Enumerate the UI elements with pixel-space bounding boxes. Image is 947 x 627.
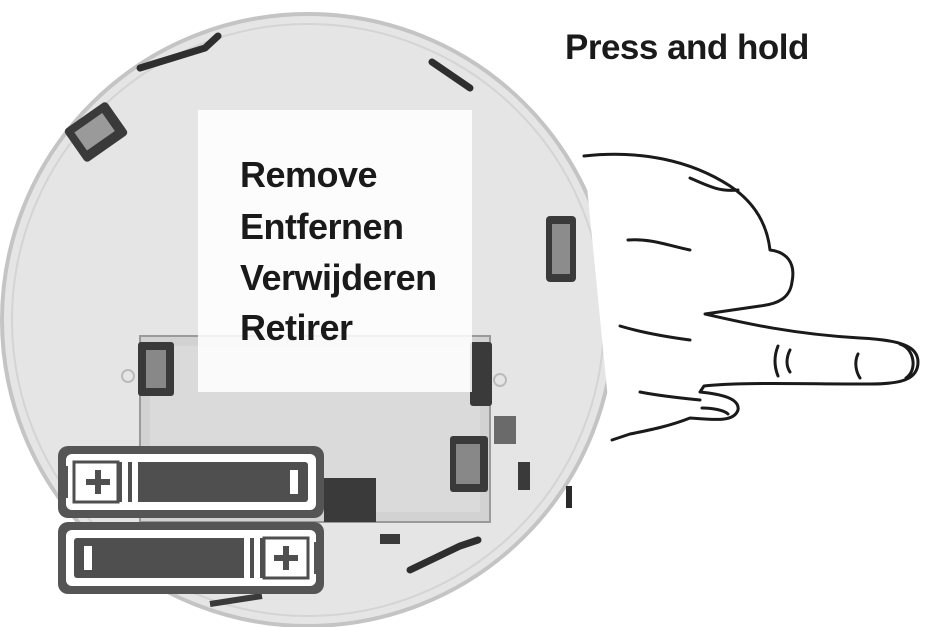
hand-press-icon — [582, 152, 920, 442]
remove-label-line: Entfernen — [240, 206, 404, 247]
remove-label-panel — [198, 110, 472, 392]
remove-label-line: Retirer — [240, 307, 353, 348]
remove-label-line: Remove — [240, 154, 378, 195]
press-and-hold-title: Press and hold — [565, 28, 809, 67]
remove-label-line: Verwijderen — [240, 257, 437, 298]
battery-icon — [58, 446, 324, 594]
